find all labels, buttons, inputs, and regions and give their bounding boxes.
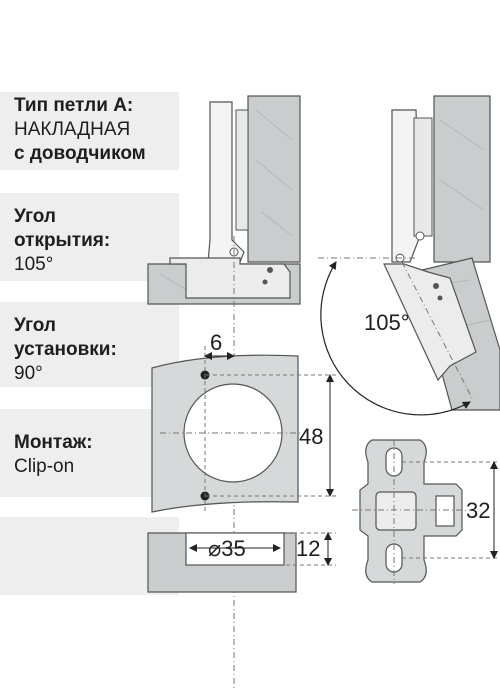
mount-angle-label-2: установки: (14, 339, 117, 360)
opening-angle-panel: Угол открытия: 105° (0, 193, 179, 281)
opened-hinge-view: 105° (318, 95, 500, 416)
mounting-plate-view: 32 (352, 439, 500, 584)
cup-diameter-dimension: ⌀35 (208, 536, 246, 561)
mounting-value: Clip-on (14, 456, 75, 477)
height-dimension: 48 (299, 424, 323, 449)
opening-angle-label-2: открытия: (14, 230, 111, 251)
plate-height-dimension: 32 (466, 498, 490, 523)
open-angle-label: 105° (364, 310, 410, 335)
fixed-panel (433, 95, 491, 263)
offset-dimension: 6 (210, 330, 222, 355)
opening-angle-value: 105° (14, 254, 54, 275)
mount-angle-value: 90° (14, 363, 43, 384)
door-panel (247, 95, 301, 263)
hinge-arm (207, 101, 245, 263)
cup-section-view: ⌀35 12 (147, 532, 336, 593)
angle-arc (320, 261, 471, 416)
hinge-type-name: НАКЛАДНАЯ (14, 119, 131, 140)
hinge-type-panel: Тип петли A: НАКЛАДНАЯ с доводчиком (0, 92, 179, 170)
mount-angle-label-1: Угол (14, 315, 56, 336)
opening-angle-label-1: Угол (14, 206, 56, 227)
hinge-cup (169, 257, 291, 299)
hinge-type-feature: с доводчиком (14, 143, 146, 164)
mount-angle-panel: Угол установки: 90° (0, 302, 179, 387)
mounting-panel: Монтаж: Clip-on (0, 409, 179, 497)
drilling-plan-view: 6 48 (151, 330, 338, 513)
closed-hinge-view (147, 95, 301, 689)
cup-depth-dimension: 12 (296, 536, 320, 561)
hinge-type-title: Тип петли A: (14, 95, 134, 116)
mounting-label: Монтаж: (14, 432, 93, 453)
